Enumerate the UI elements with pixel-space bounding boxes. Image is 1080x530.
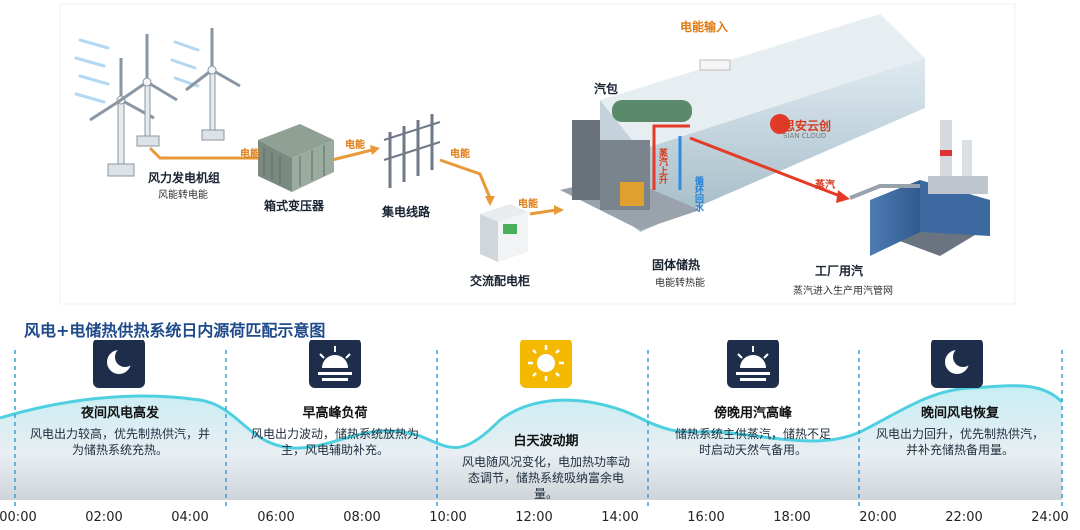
- system-diagram: 风力发电机组 风能转电能 电能 箱式变压器 电能 集电线路 电能 电能 交流配电…: [59, 3, 1016, 305]
- sun-icon: [520, 340, 572, 388]
- time-tick: 10:00: [429, 510, 467, 525]
- time-tick: 24:00: [1031, 510, 1069, 525]
- ac-cabinet: [480, 204, 528, 262]
- timeline-title: 风电+电储热供热系统日内源荷匹配示意图: [24, 321, 326, 340]
- storage-sub: 电能转热能: [655, 278, 705, 289]
- collector-line: [383, 114, 441, 188]
- flow-power-2: 电能: [345, 140, 365, 151]
- power-input-label: 电能输入: [680, 20, 729, 34]
- timeline-panel: 夜间风电高发 风电出力较高，优先制热供汽，并为储热系统充热。 早高峰负荷 风电出…: [0, 340, 1080, 530]
- phase-3-text: 风电随风况变化，电加热功率动态调节，储热系统吸纳富余电量。: [461, 455, 630, 501]
- factory: [849, 120, 990, 256]
- time-tick: 12:00: [515, 510, 553, 525]
- collector-label: 集电线路: [382, 205, 431, 219]
- factory-sub: 蒸汽进入生产用汽管网: [793, 286, 893, 297]
- phase-dividers: [14, 350, 1063, 508]
- time-tick: 14:00: [601, 510, 639, 525]
- phase-3-title: 白天波动期: [513, 434, 579, 449]
- moon-icon: [93, 340, 145, 388]
- phase-4-text: 储热系统主供蒸汽，储热不足时启动天然气备用。: [674, 427, 831, 457]
- steam-loop: [652, 124, 841, 198]
- diagram-graphics: [59, 3, 1016, 305]
- wind-output-wave: [0, 385, 1062, 500]
- storage-label: 固体储热: [652, 258, 701, 272]
- turbine-label: 风力发电机组: [148, 171, 221, 185]
- flow-steam: 蒸汽: [815, 180, 835, 191]
- phase-4-title: 傍晚用汽高峰: [713, 406, 792, 421]
- drum-label: 汽包: [594, 82, 619, 96]
- time-tick: 00:00: [0, 510, 37, 525]
- phase-1-text: 风电出力较高，优先制热供汽，并为储热系统充热。: [30, 427, 211, 457]
- factory-label: 工厂用汽: [815, 264, 864, 278]
- sunrise-icon: [309, 340, 361, 388]
- time-tick: 20:00: [859, 510, 897, 525]
- brand-label: 思安云创: [783, 119, 832, 133]
- turbine-sub: 风能转电能: [158, 190, 208, 201]
- sunset-icon: [727, 340, 779, 388]
- phase-5-title: 晚间风电恢复: [920, 406, 999, 421]
- storage-building: [560, 14, 925, 232]
- phase-2-text: 风电出力波动，储热系统放热为主，风电辅助补充。: [250, 427, 419, 457]
- time-tick: 16:00: [687, 510, 725, 525]
- flow-power-3: 电能: [450, 149, 470, 160]
- wind-turbines: [89, 28, 241, 177]
- time-tick: 06:00: [257, 510, 295, 525]
- circulating-water-label: 循环回水: [693, 176, 703, 212]
- phase-5-text: 风电出力回升，优先制热供汽，并补充储热备用量。: [875, 427, 1044, 457]
- time-tick: 04:00: [171, 510, 209, 525]
- transformer-label: 箱式变压器: [264, 199, 325, 213]
- flow-power-1: 电能: [240, 149, 260, 160]
- box-transformer: [258, 124, 334, 192]
- ac-cabinet-label: 交流配电柜: [470, 274, 531, 288]
- brand-sub: SIAN CLOUD: [783, 132, 827, 140]
- time-tick: 08:00: [343, 510, 381, 525]
- time-tick: 22:00: [945, 510, 983, 525]
- time-tick: 18:00: [773, 510, 811, 525]
- timeline-graphics: [0, 340, 1064, 508]
- phase-2-title: 早高峰负荷: [302, 406, 368, 421]
- phase-1-title: 夜间风电高发: [80, 406, 159, 421]
- flow-power-4: 电能: [518, 199, 538, 210]
- moon-icon-2: [931, 340, 983, 388]
- steam-rise-label: 蒸汽上升: [657, 148, 667, 184]
- time-tick: 02:00: [85, 510, 123, 525]
